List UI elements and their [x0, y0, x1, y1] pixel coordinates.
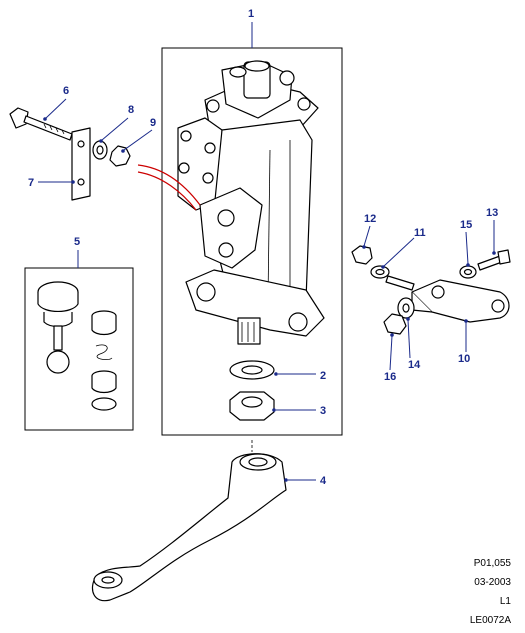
svg-text:3: 3 [320, 405, 326, 417]
bolt-11 [385, 275, 415, 291]
drop-arm [91, 440, 287, 602]
washer-15 [459, 265, 477, 279]
plate [71, 127, 91, 201]
svg-text:8: 8 [128, 104, 134, 116]
callout-8: 8 [99, 104, 134, 143]
svg-text:11: 11 [414, 227, 426, 239]
callout-16: 16 [384, 333, 396, 383]
callout-3: 3 [272, 405, 326, 417]
callout-13: 13 [486, 207, 498, 255]
washer-small [92, 140, 108, 160]
illustration-code: LE0072A [469, 615, 511, 626]
bolt [9, 107, 73, 141]
callout-7: 7 [28, 177, 75, 189]
svg-text:14: 14 [408, 359, 421, 371]
callout-12: 12 [362, 213, 376, 249]
nut [229, 391, 275, 421]
nut-16 [383, 313, 407, 335]
svg-text:10: 10 [458, 353, 470, 365]
callout-4: 4 [284, 475, 327, 487]
callout-1: 1 [248, 8, 254, 48]
svg-text:9: 9 [150, 117, 156, 129]
svg-text:2: 2 [320, 370, 326, 382]
washer-11 [370, 265, 390, 279]
svg-text:7: 7 [28, 177, 34, 189]
callout-14: 14 [406, 317, 421, 371]
hose-highlight-lines [137, 164, 201, 211]
svg-text:1: 1 [248, 8, 254, 20]
washer [229, 360, 275, 380]
svg-text:15: 15 [460, 219, 472, 231]
svg-text:16: 16 [384, 371, 396, 383]
nut-12 [351, 245, 373, 265]
callout-6: 6 [43, 85, 69, 121]
page-reference: P01,055 [473, 558, 511, 569]
svg-text:13: 13 [486, 207, 498, 219]
callout-2: 2 [274, 370, 326, 382]
level-label: L1 [499, 596, 511, 607]
callout-15: 15 [460, 219, 472, 267]
nut-small [109, 145, 131, 167]
washer-14 [397, 297, 415, 319]
callout-11: 11 [381, 227, 426, 269]
bolt-13 [477, 249, 511, 271]
revision-date: 03-2003 [474, 577, 511, 588]
callout-10: 10 [458, 319, 470, 365]
drag-link [411, 279, 510, 323]
callout-5: 5 [74, 236, 80, 268]
ball-joint-kit-frame [24, 267, 134, 431]
svg-text:4: 4 [320, 475, 327, 487]
callout-9: 9 [121, 117, 156, 153]
steering-box [177, 60, 325, 345]
svg-text:12: 12 [364, 213, 376, 225]
ball-joint-parts [91, 310, 117, 411]
ball-joint [37, 281, 79, 374]
svg-text:5: 5 [74, 236, 80, 248]
svg-text:6: 6 [63, 85, 69, 97]
